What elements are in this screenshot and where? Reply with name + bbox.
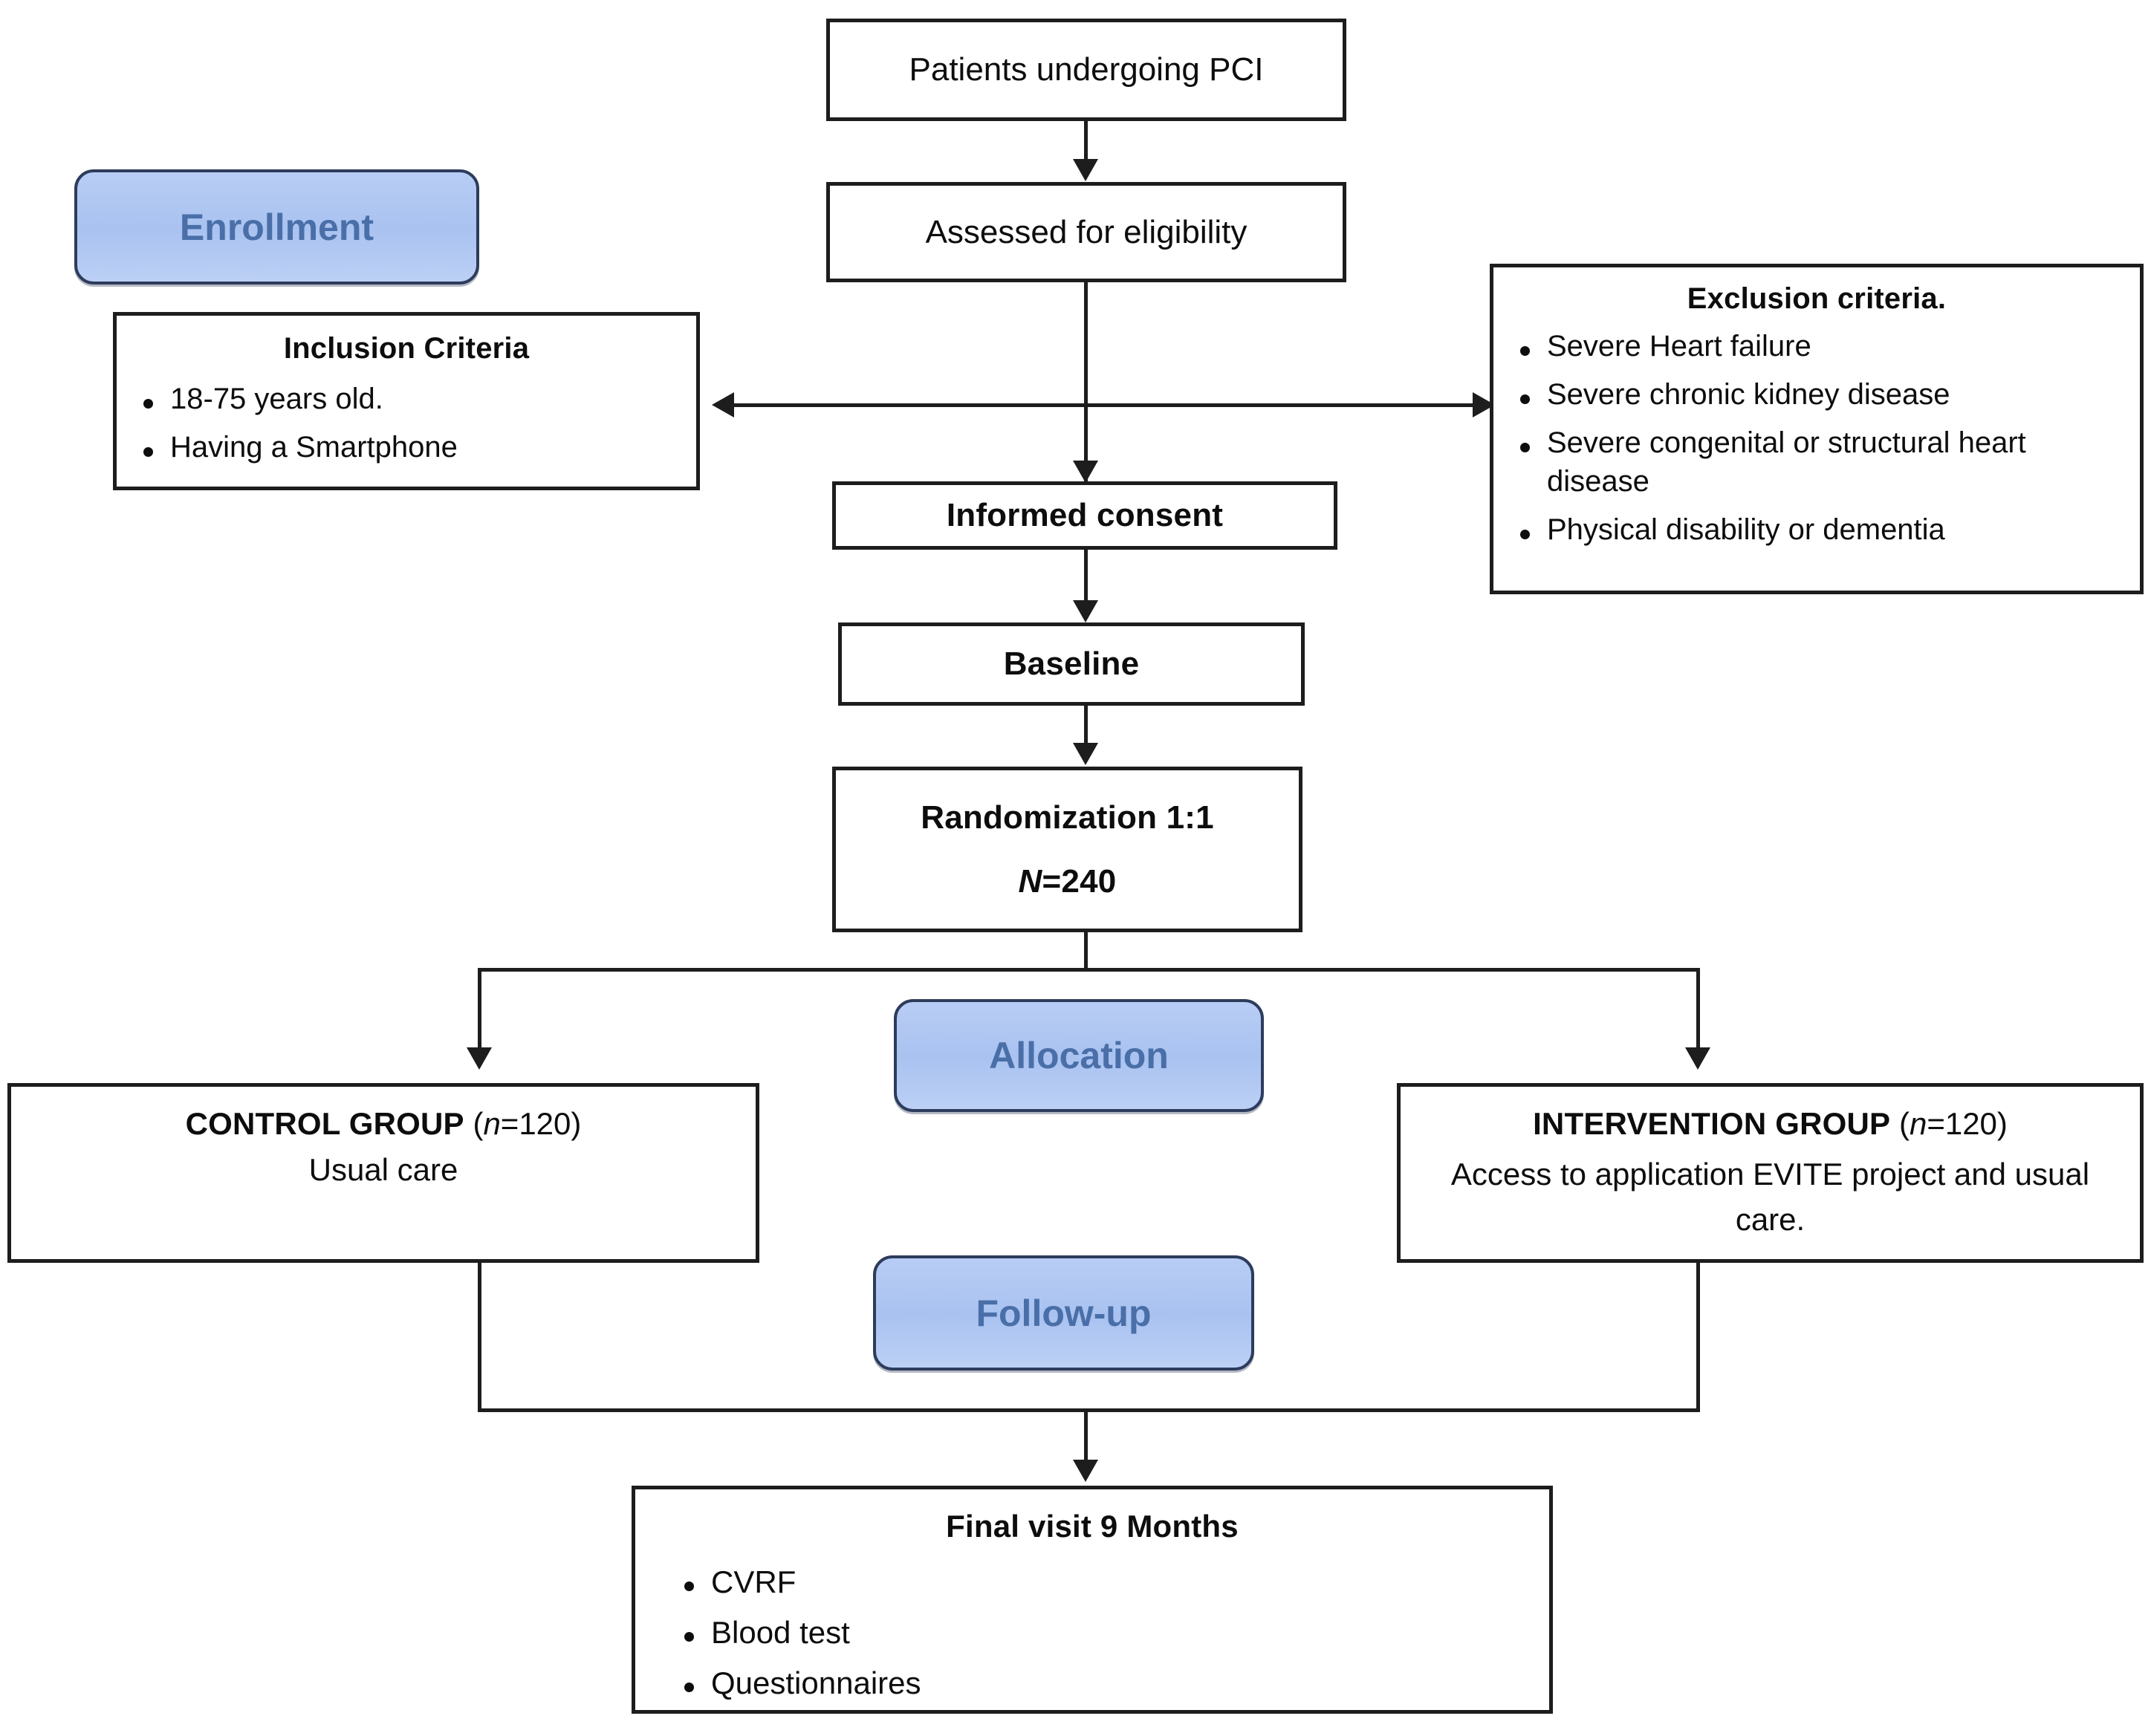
- connector-merge-to-final: [1084, 1408, 1088, 1466]
- stage-badge-allocation: Allocation: [894, 999, 1264, 1112]
- node-label: Patients undergoing PCI: [909, 51, 1264, 88]
- list-item: Blood test: [665, 1613, 1564, 1653]
- inclusion-title: Inclusion Criteria: [283, 332, 530, 365]
- connector-patients-to-assessed: [1084, 121, 1088, 163]
- intervention-group-n: (n=120): [1898, 1106, 2008, 1141]
- node-randomization: Randomization 1:1 N=240: [832, 767, 1302, 932]
- control-group-n-value: =120: [500, 1106, 571, 1141]
- connector-randomization-stem: [1084, 932, 1088, 971]
- list-item: Severe Heart failure: [1501, 328, 2132, 365]
- exclusion-title: Exclusion criteria.: [1687, 282, 1947, 315]
- list-item: Severe congenital or structural heart di…: [1501, 424, 2132, 500]
- node-informed-consent: Informed consent: [832, 481, 1337, 550]
- control-group-detail: Usual care: [308, 1152, 458, 1187]
- intervention-group-n-value: =120: [1927, 1106, 1997, 1141]
- list-item: Questionnaires: [665, 1663, 1564, 1703]
- randomization-n: N=240: [1019, 863, 1117, 900]
- node-label: Assessed for eligibility: [925, 213, 1248, 250]
- intervention-group-n-prefix: n: [1909, 1106, 1927, 1141]
- connector-bus-to-intervention: [1696, 968, 1700, 1053]
- randomization-label: Randomization 1:1: [921, 799, 1214, 836]
- node-inclusion-criteria: Inclusion Criteria 18-75 years old. Havi…: [113, 312, 700, 490]
- list-item: CVRF: [665, 1562, 1564, 1602]
- final-visit-title: Final visit 9 Months: [946, 1509, 1239, 1544]
- arrowhead-to-inclusion: [712, 392, 734, 417]
- connector-consent-to-baseline: [1084, 550, 1088, 605]
- randomization-n-prefix: N: [1018, 862, 1042, 900]
- node-label: Informed consent: [946, 497, 1224, 533]
- control-group-n-prefix: n: [483, 1106, 501, 1141]
- exclusion-list: Severe Heart failure Severe chronic kidn…: [1501, 328, 2132, 549]
- control-group-n: (n=120): [473, 1106, 582, 1141]
- stage-badge-label: Allocation: [989, 1035, 1169, 1076]
- stage-badge-label: Enrollment: [179, 206, 374, 248]
- node-assessed-for-eligibility: Assessed for eligibility: [826, 182, 1346, 282]
- connector-control-to-merge: [478, 1263, 481, 1411]
- connector-allocation-bus: [478, 968, 1700, 972]
- connector-merge-bus: [478, 1408, 1700, 1412]
- arrowhead-bus-to-intervention: [1685, 1047, 1710, 1070]
- list-item: Having a Smartphone: [124, 429, 689, 466]
- connector-assessed-to-consent: [1084, 282, 1088, 481]
- control-group-title: CONTROL GROUP: [185, 1106, 464, 1141]
- intervention-group-detail: Access to application EVITE project and …: [1450, 1157, 2090, 1237]
- list-item: 18-75 years old.: [124, 380, 689, 418]
- arrowhead-consent-to-baseline: [1073, 600, 1098, 622]
- list-item: Severe chronic kidney disease: [1501, 376, 2132, 414]
- stage-badge-enrollment: Enrollment: [74, 169, 479, 285]
- inclusion-list: 18-75 years old. Having a Smartphone: [124, 380, 689, 466]
- arrowhead-assessed-to-consent: [1073, 461, 1098, 483]
- arrowhead-patients-to-assessed: [1073, 159, 1098, 181]
- arrowhead-merge-to-final: [1073, 1460, 1098, 1482]
- node-exclusion-criteria: Exclusion criteria. Severe Heart failure…: [1490, 264, 2144, 594]
- stage-badge-label: Follow-up: [976, 1292, 1152, 1334]
- node-label: Baseline: [1003, 646, 1140, 682]
- intervention-group-title: INTERVENTION GROUP: [1533, 1106, 1891, 1141]
- control-group-heading: CONTROL GROUP (n=120): [186, 1106, 582, 1142]
- connector-baseline-to-randomization: [1084, 706, 1088, 745]
- connector-intervention-to-merge: [1696, 1263, 1700, 1411]
- stage-badge-followup: Follow-up: [873, 1255, 1254, 1371]
- final-visit-list: CVRF Blood test Questionnaires: [620, 1562, 1564, 1703]
- randomization-n-value: =240: [1042, 862, 1117, 900]
- intervention-group-heading: INTERVENTION GROUP (n=120): [1533, 1106, 2008, 1142]
- connector-bus-to-control: [478, 968, 481, 1053]
- arrowhead-bus-to-control: [467, 1047, 492, 1070]
- arrowhead-baseline-to-randomization: [1073, 743, 1098, 765]
- node-final-visit: Final visit 9 Months CVRF Blood test Que…: [632, 1486, 1553, 1714]
- node-control-group: CONTROL GROUP (n=120) Usual care: [7, 1083, 759, 1263]
- node-patients-undergoing-pci: Patients undergoing PCI: [826, 19, 1346, 121]
- node-baseline: Baseline: [838, 622, 1305, 706]
- node-intervention-group: INTERVENTION GROUP (n=120) Access to app…: [1397, 1083, 2144, 1263]
- connector-inclusion-exclusion: [732, 403, 1493, 407]
- list-item: Physical disability or dementia: [1501, 511, 2132, 549]
